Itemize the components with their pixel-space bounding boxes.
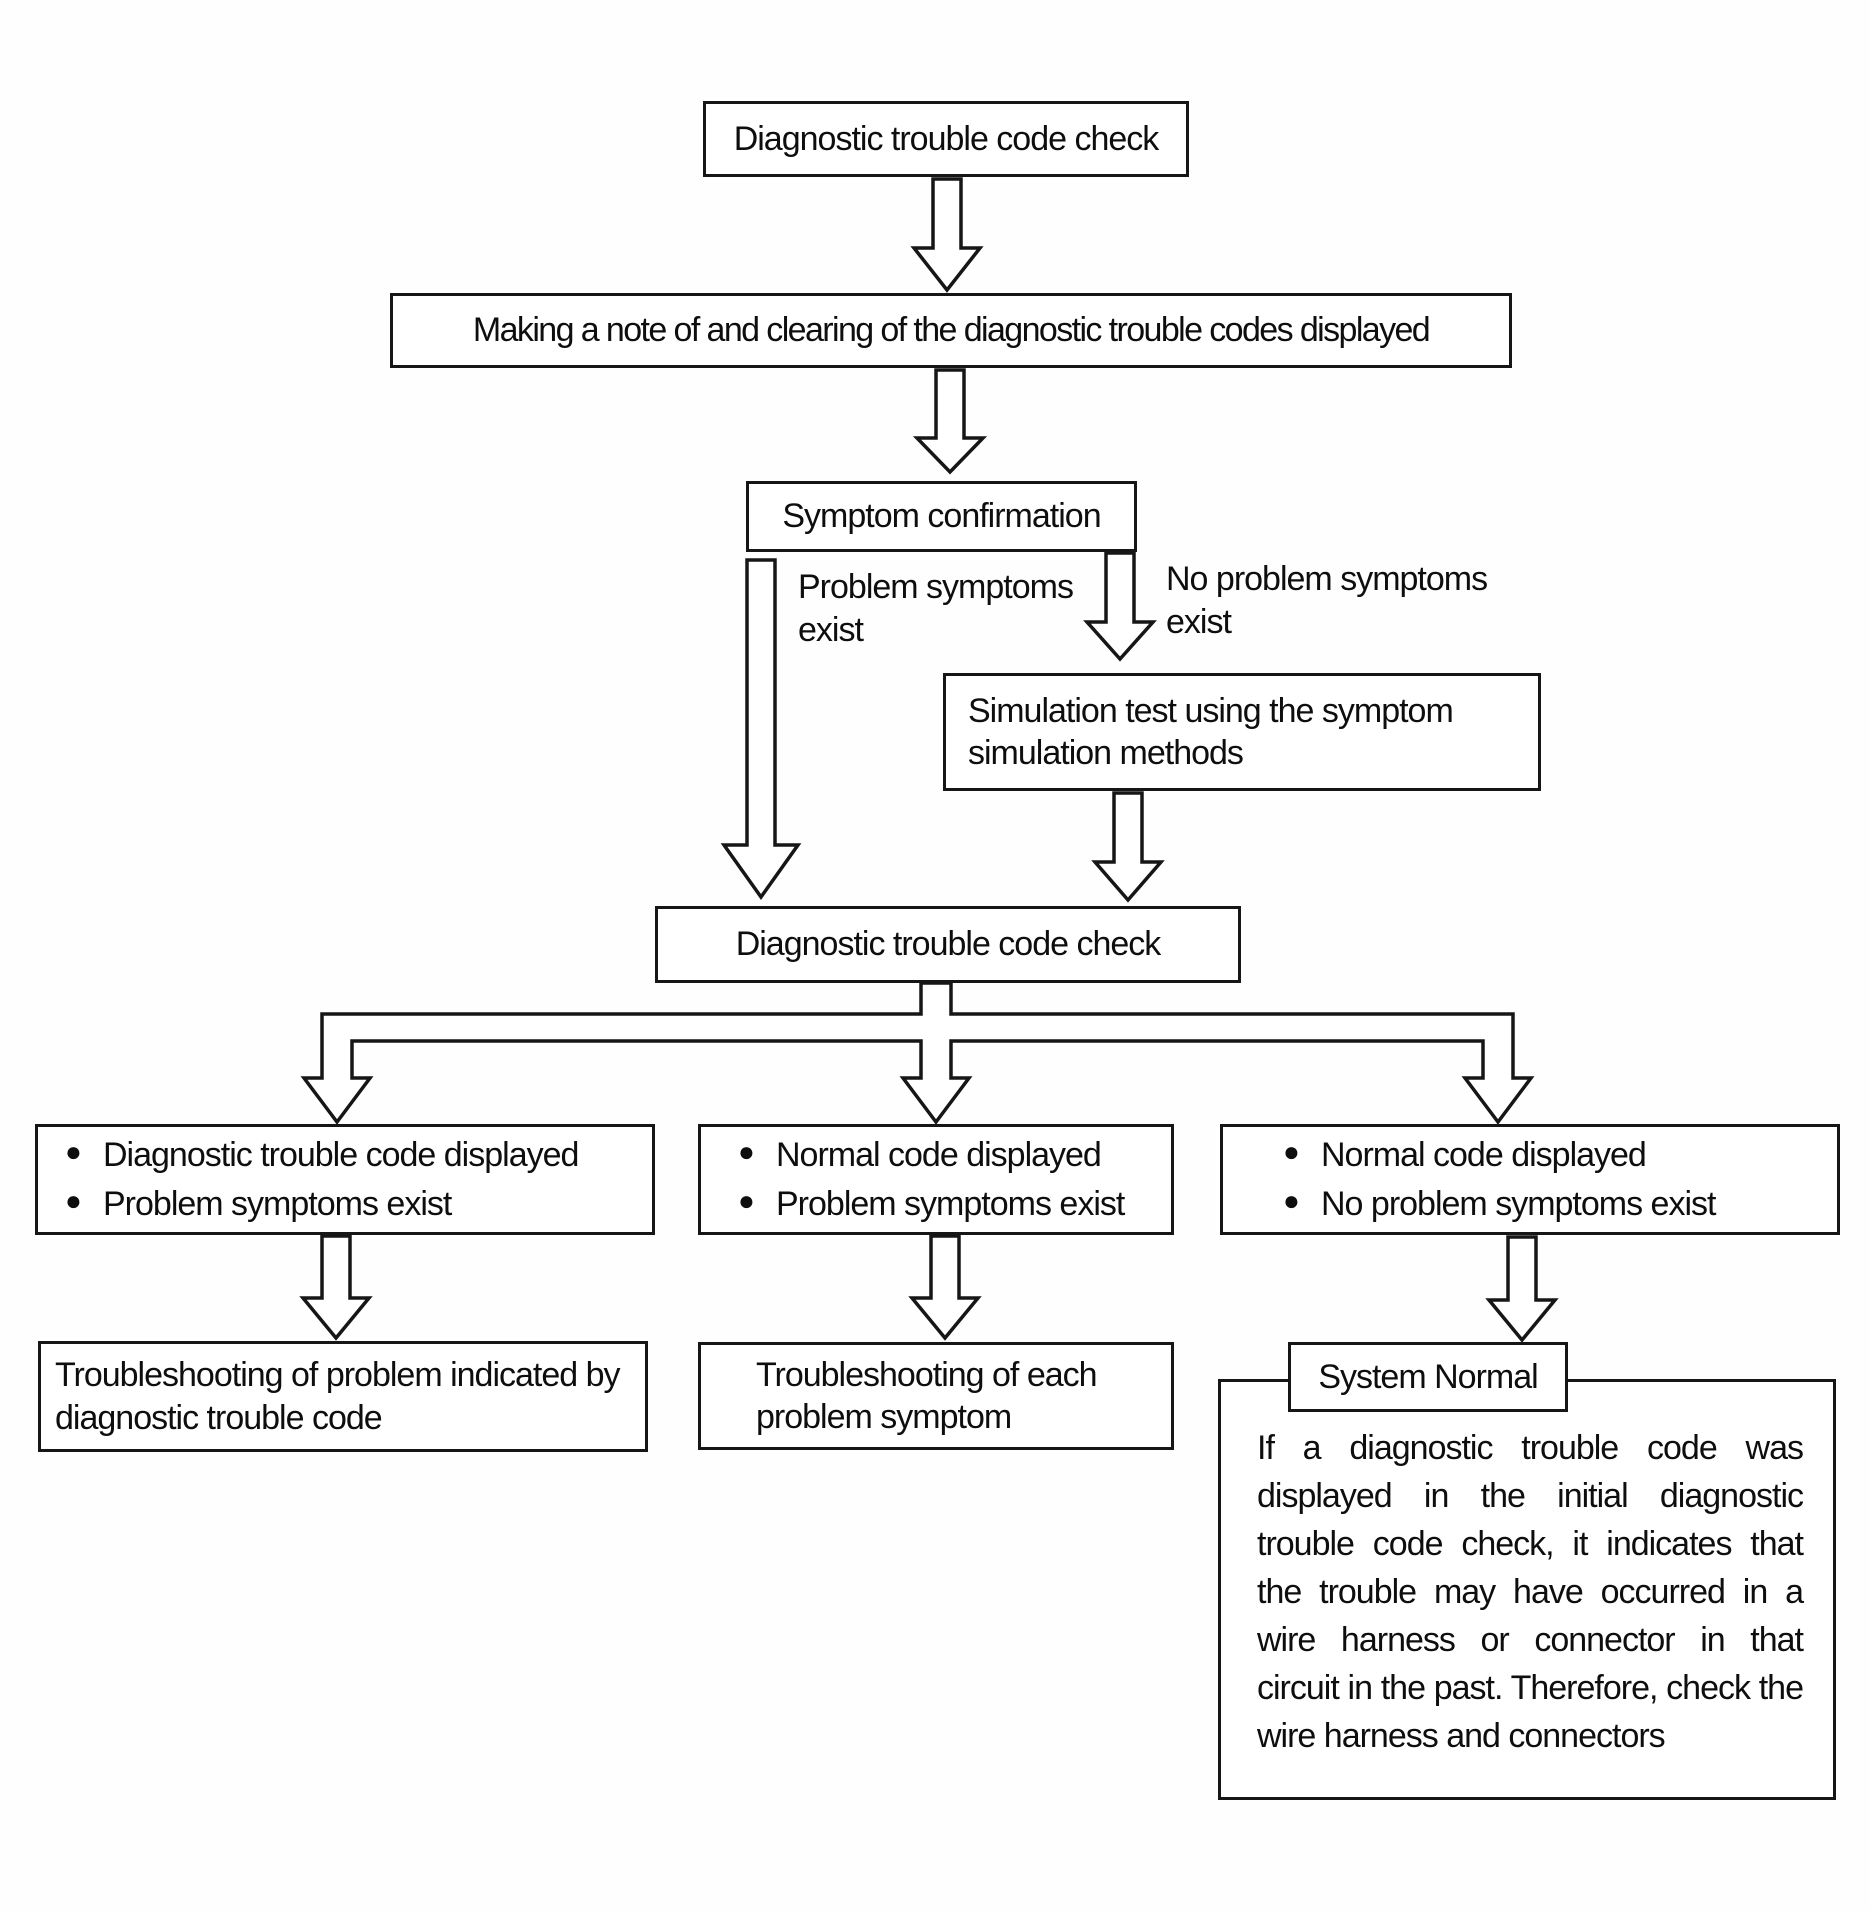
node-symptom-confirmation: Symptom confirmation [746,481,1137,552]
edge-label-problem-symptoms-exist: Problem symptoms exist [798,568,1074,649]
node-outcome-code-displayed: Diagnostic trouble code displayed Proble… [35,1124,655,1235]
node-diagnostic-trouble-code-check-1: Diagnostic trouble code check [703,101,1189,177]
three-way-branch-connector-icon [300,981,1535,1125]
node-label: System Normal [1318,1357,1538,1396]
node-diagnostic-trouble-code-check-2: Diagnostic trouble code check [655,906,1241,983]
node-system-normal-title: System Normal [1288,1342,1568,1412]
outcome-bullet-list: Diagnostic trouble code displayed Proble… [63,1131,644,1228]
node-troubleshooting-by-code: Troubleshooting of problem indicated by … [38,1341,648,1452]
bullet-item: Normal code displayed [1281,1131,1829,1179]
node-label: Symptom confirmation [782,497,1101,536]
node-label: Diagnostic trouble code check [735,925,1162,964]
node-label: Troubleshooting of problem indicated by … [55,1356,621,1437]
bullet-item: No problem symptoms exist [1281,1180,1829,1228]
arrow-outcome-middle-icon [908,1234,982,1341]
arrow-dtc1-to-note-icon [910,177,984,293]
node-label: Simulation test using the symptom simula… [968,691,1454,773]
node-label: Troubleshooting of each problem symptom [756,1355,1098,1437]
arrow-note-to-symptom-icon [912,368,988,475]
arrow-problem-branch-long-icon [720,558,802,901]
outcome-bullet-list: Normal code displayed Problem symptoms e… [736,1131,1163,1228]
node-label: Diagnostic trouble code check [733,119,1160,158]
node-system-normal-body: If a diagnostic trouble code was display… [1218,1379,1836,1800]
arrow-outcome-right-icon [1485,1235,1559,1343]
arrow-simulation-to-dtc2-icon [1091,791,1165,903]
bullet-item: Problem symptoms exist [63,1180,644,1228]
bullet-item: Problem symptoms exist [736,1180,1163,1228]
outcome-bullet-list: Normal code displayed No problem symptom… [1281,1131,1829,1228]
arrow-outcome-left-icon [299,1234,373,1341]
node-label: Making a note of and clearing of the dia… [472,311,1431,350]
system-normal-text: If a diagnostic trouble code was display… [1257,1429,1804,1755]
node-outcome-normal-code-symptoms: Normal code displayed Problem symptoms e… [698,1124,1174,1235]
node-troubleshooting-by-symptom: Troubleshooting of each problem symptom [698,1342,1174,1450]
node-outcome-normal-code-no-symptoms: Normal code displayed No problem symptom… [1220,1124,1840,1235]
node-note-and-clear-codes: Making a note of and clearing of the dia… [390,293,1512,368]
edge-label-no-problem-symptoms-exist: No problem symptoms exist [1166,560,1488,641]
node-simulation-test: Simulation test using the symptom simula… [943,673,1541,791]
bullet-item: Diagnostic trouble code displayed [63,1131,644,1179]
arrow-symptom-to-simulation-icon [1083,551,1157,662]
bullet-item: Normal code displayed [736,1131,1163,1179]
